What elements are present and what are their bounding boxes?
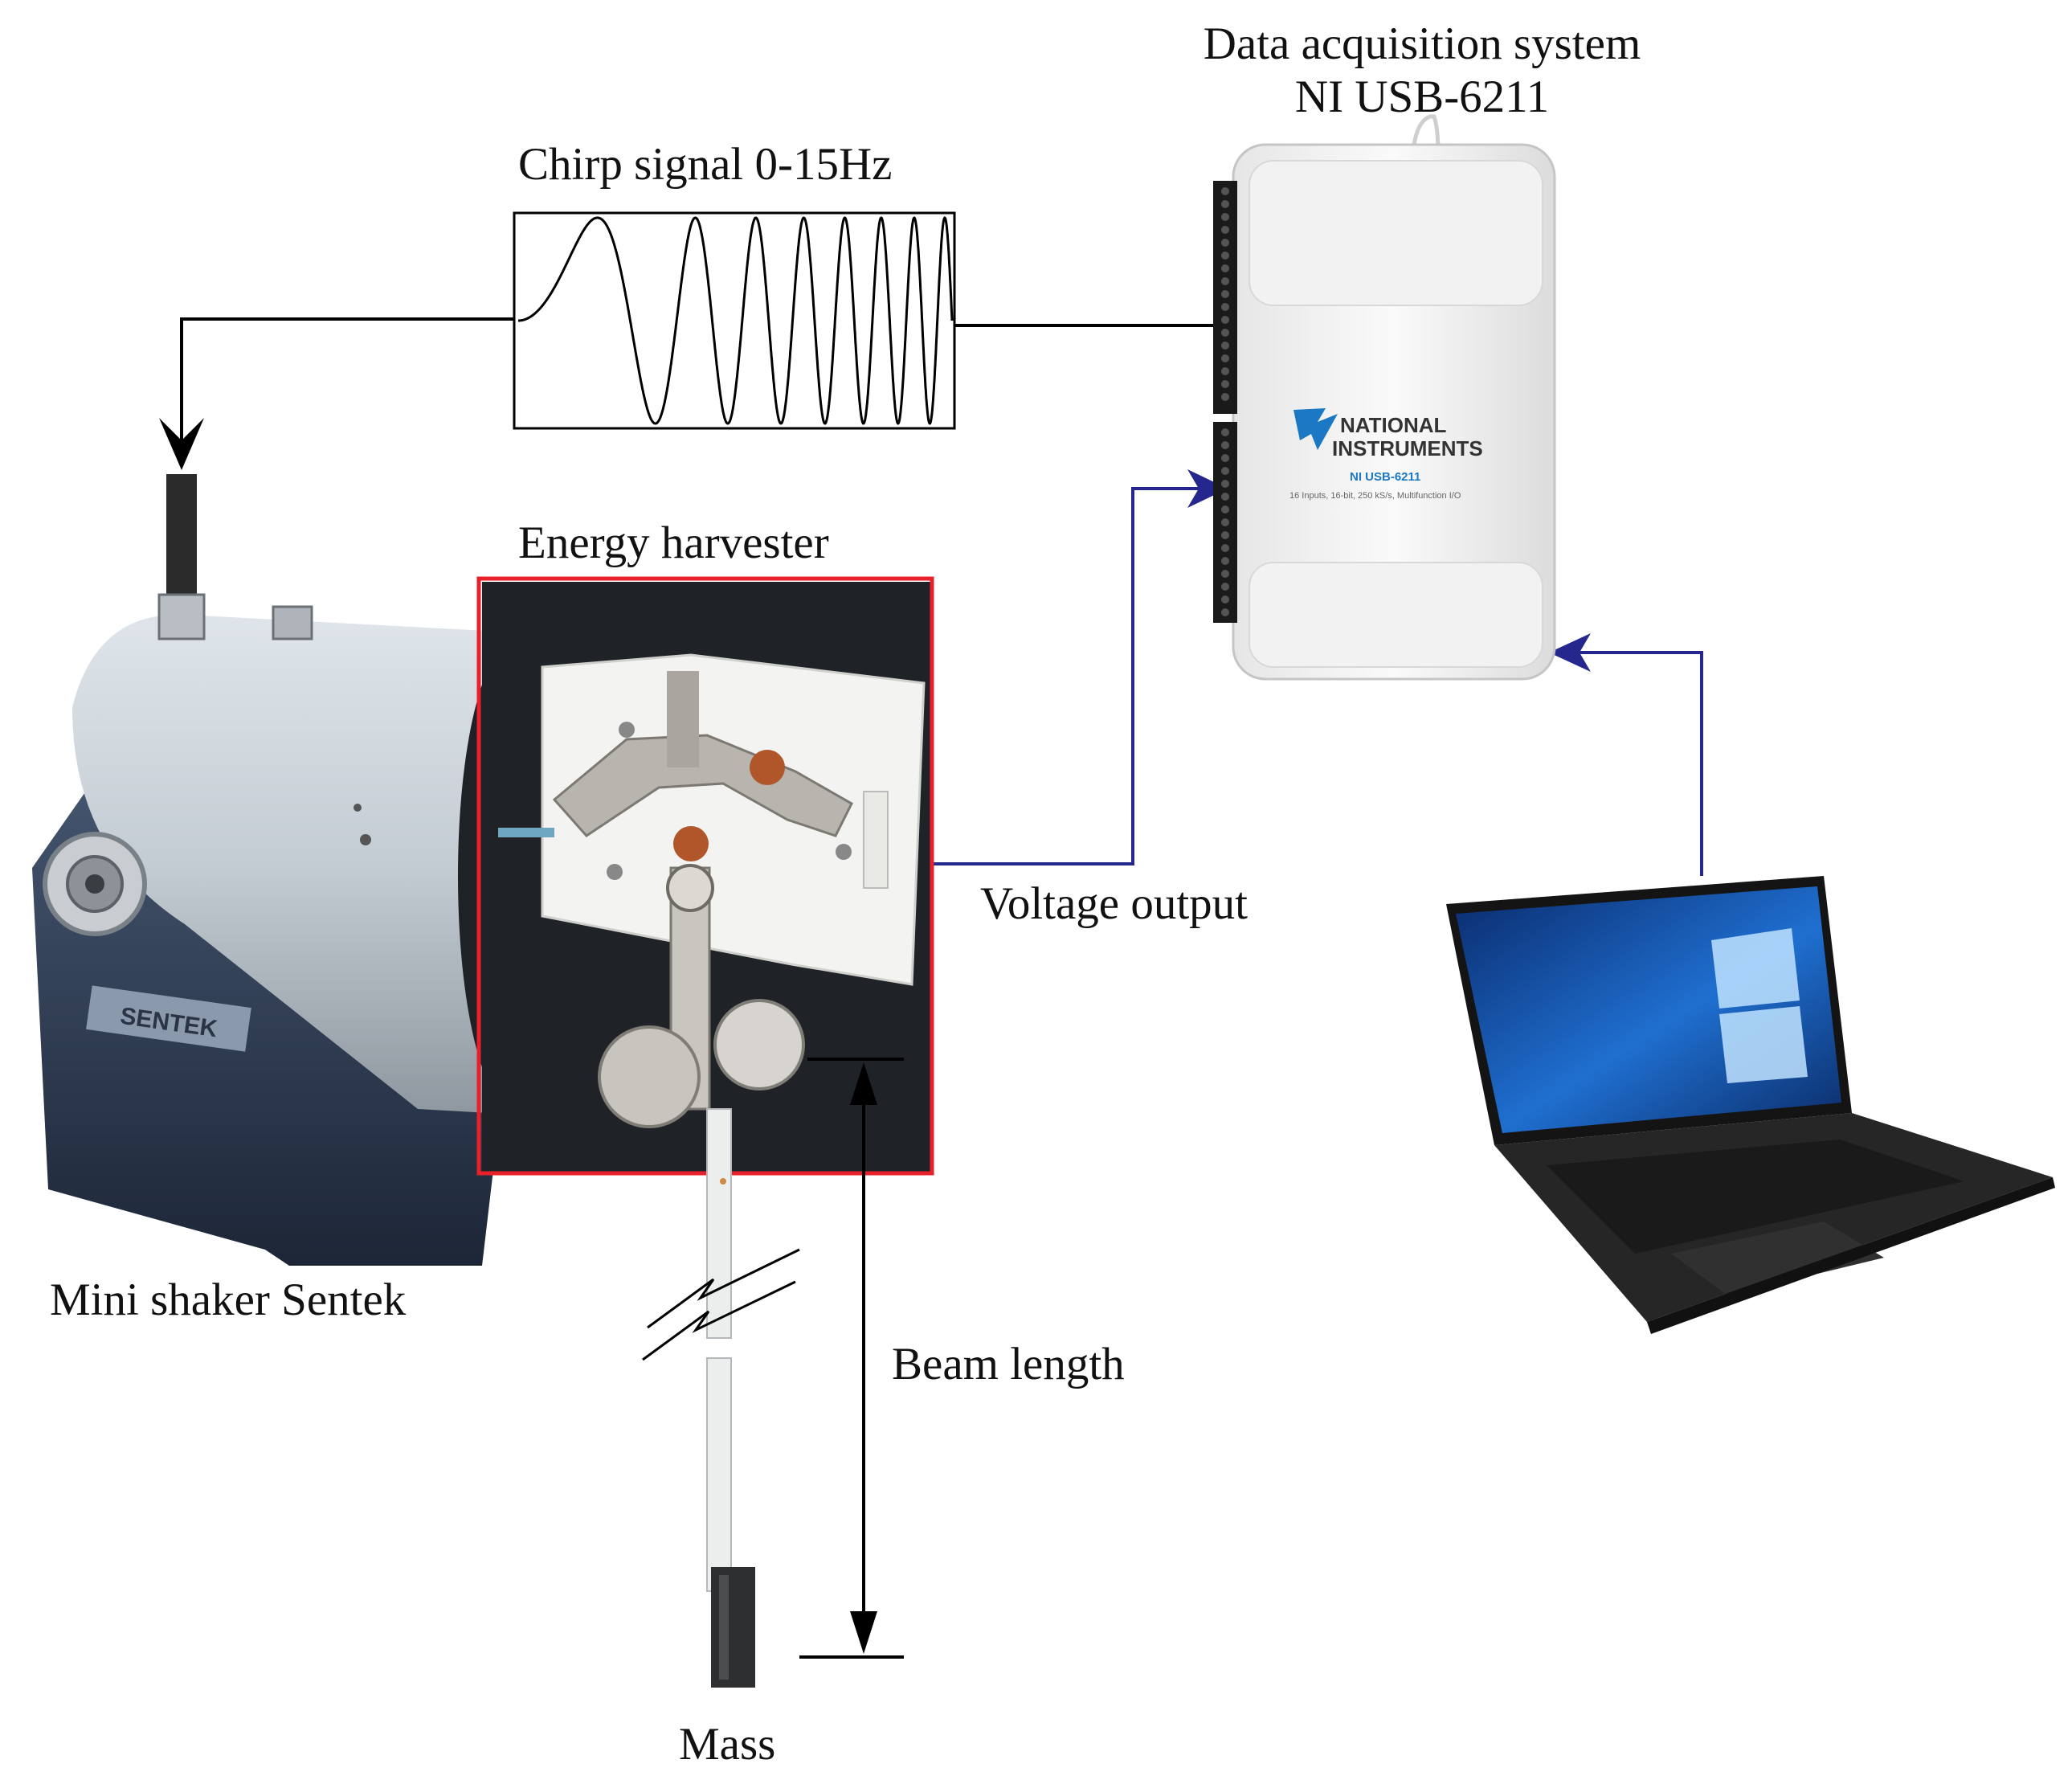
terminal-screw [1221, 428, 1229, 436]
terminal-screw [1221, 570, 1229, 578]
beam [706, 1108, 732, 1592]
voltage-arrowhead [1187, 469, 1228, 508]
beam-break-symbol [642, 1248, 800, 1361]
ni-usb-6211-device: NATIONAL INSTRUMENTS NI USB-6211 16 Inpu… [1213, 114, 1556, 681]
beam-length-dimension [799, 1058, 904, 1659]
terminal-screw [1221, 583, 1229, 591]
terminal-screw [1221, 367, 1229, 375]
tip-mass [711, 1567, 755, 1688]
daq-title-line1: Data acquisition system [1203, 18, 1641, 69]
ni-model-label: NI USB-6211 [1350, 470, 1420, 484]
mini-shaker-label: Mini shaker Sentek [50, 1275, 407, 1325]
terminal-screw [1221, 544, 1229, 552]
daq-title-line2: NI USB-6211 [1294, 71, 1550, 122]
terminal-screw [1221, 557, 1229, 565]
terminal-screw [1221, 480, 1229, 488]
terminal-screw [1221, 505, 1229, 514]
terminal-screw [1221, 342, 1229, 350]
terminal-screw [1221, 187, 1229, 195]
terminal-screw [1221, 316, 1229, 324]
chirp-signal-plot [513, 211, 956, 430]
mass-label: Mass [679, 1719, 776, 1770]
harvester-highlight-box [476, 576, 934, 1176]
ni-eagle-logo [1293, 408, 1338, 450]
terminal-screw [1221, 252, 1229, 260]
shaker-drive-line [180, 317, 514, 450]
terminal-screw [1221, 380, 1229, 388]
voltage-output-line [932, 487, 1217, 865]
terminal-screw [1221, 200, 1229, 208]
shaker-drive-arrowhead [159, 418, 204, 470]
terminal-screw [1221, 467, 1229, 475]
beam-length-label: Beam length [892, 1339, 1125, 1389]
terminal-screw [1221, 608, 1229, 616]
ni-brand-line2: INSTRUMENTS [1332, 436, 1483, 460]
terminal-screw [1221, 329, 1229, 337]
energy-harvester [482, 582, 932, 1172]
terminal-screw [1221, 531, 1229, 539]
voltage-output-label: Voltage output [980, 878, 1249, 929]
terminal-screw [1221, 393, 1229, 401]
terminal-screw [1221, 441, 1229, 449]
ni-spec-label: 16 Inputs, 16-bit, 250 kS/s, Multifuncti… [1289, 491, 1461, 501]
terminal-screw [1221, 354, 1229, 362]
energy-harvester-label: Energy harvester [518, 518, 829, 568]
terminal-screw [1221, 518, 1229, 526]
chirp-waveform [518, 216, 954, 425]
terminal-screw [1221, 454, 1229, 462]
terminal-screw [1221, 493, 1229, 501]
terminal-screw [1221, 595, 1229, 604]
daq-title: Data acquisition system NI USB-6211 [1181, 18, 1663, 123]
terminal-screw [1221, 290, 1229, 298]
windows-logo [1711, 928, 1808, 1083]
terminal-screw [1221, 277, 1229, 285]
terminal-screw [1221, 239, 1229, 247]
terminal-screw [1221, 213, 1229, 221]
laptop [1446, 876, 2055, 1334]
beam-length-arrow-bottom [850, 1611, 877, 1654]
beam-length-arrow-top [850, 1062, 877, 1105]
laptop-arrowhead [1549, 633, 1591, 672]
ni-brand-line1: NATIONAL [1340, 413, 1447, 437]
terminal-screw [1221, 303, 1229, 311]
terminal-screw [1221, 226, 1229, 234]
laptop-daq-line [1560, 651, 1703, 876]
terminal-screw [1221, 264, 1229, 272]
chirp-signal-label: Chirp signal 0-15Hz [518, 139, 893, 190]
